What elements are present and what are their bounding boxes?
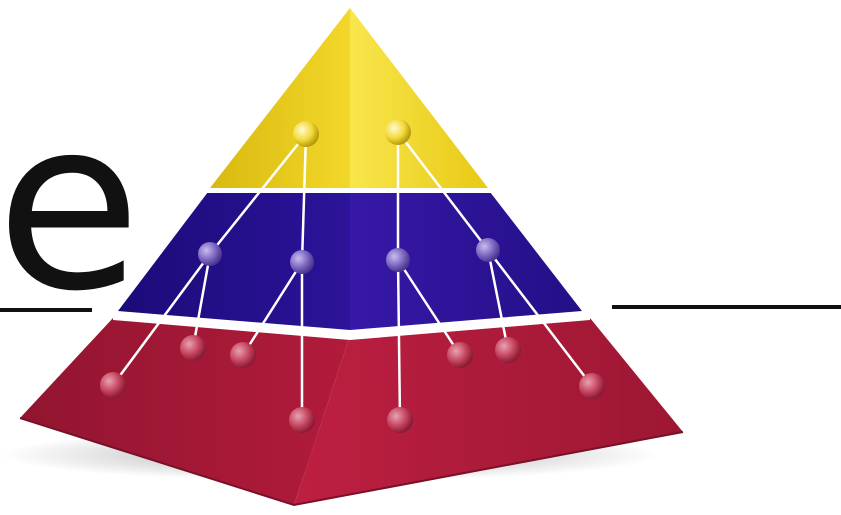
pyramid-nodes xyxy=(100,119,605,433)
node-mid-3 xyxy=(386,248,410,272)
pyramid-divider-lower xyxy=(113,312,590,340)
pyramid-tier-middle xyxy=(118,192,582,330)
node-bot-2 xyxy=(230,342,256,368)
node-bot-8 xyxy=(387,407,413,433)
pyramid-network-lines xyxy=(111,130,594,422)
node-bot-7 xyxy=(289,407,315,433)
node-top-2 xyxy=(385,119,411,145)
node-bot-1 xyxy=(180,335,206,361)
node-top-1 xyxy=(293,121,319,147)
node-mid-1 xyxy=(198,242,222,266)
node-bot-6 xyxy=(579,373,605,399)
pyramid-tier-bottom xyxy=(19,318,684,507)
node-mid-4 xyxy=(476,238,500,262)
node-bot-5 xyxy=(100,372,126,398)
node-mid-2 xyxy=(290,250,314,274)
node-bot-4 xyxy=(495,337,521,363)
logo-text-fragment: e xyxy=(0,68,142,343)
pyramid-tier-top xyxy=(210,8,488,188)
node-bot-3 xyxy=(447,342,473,368)
